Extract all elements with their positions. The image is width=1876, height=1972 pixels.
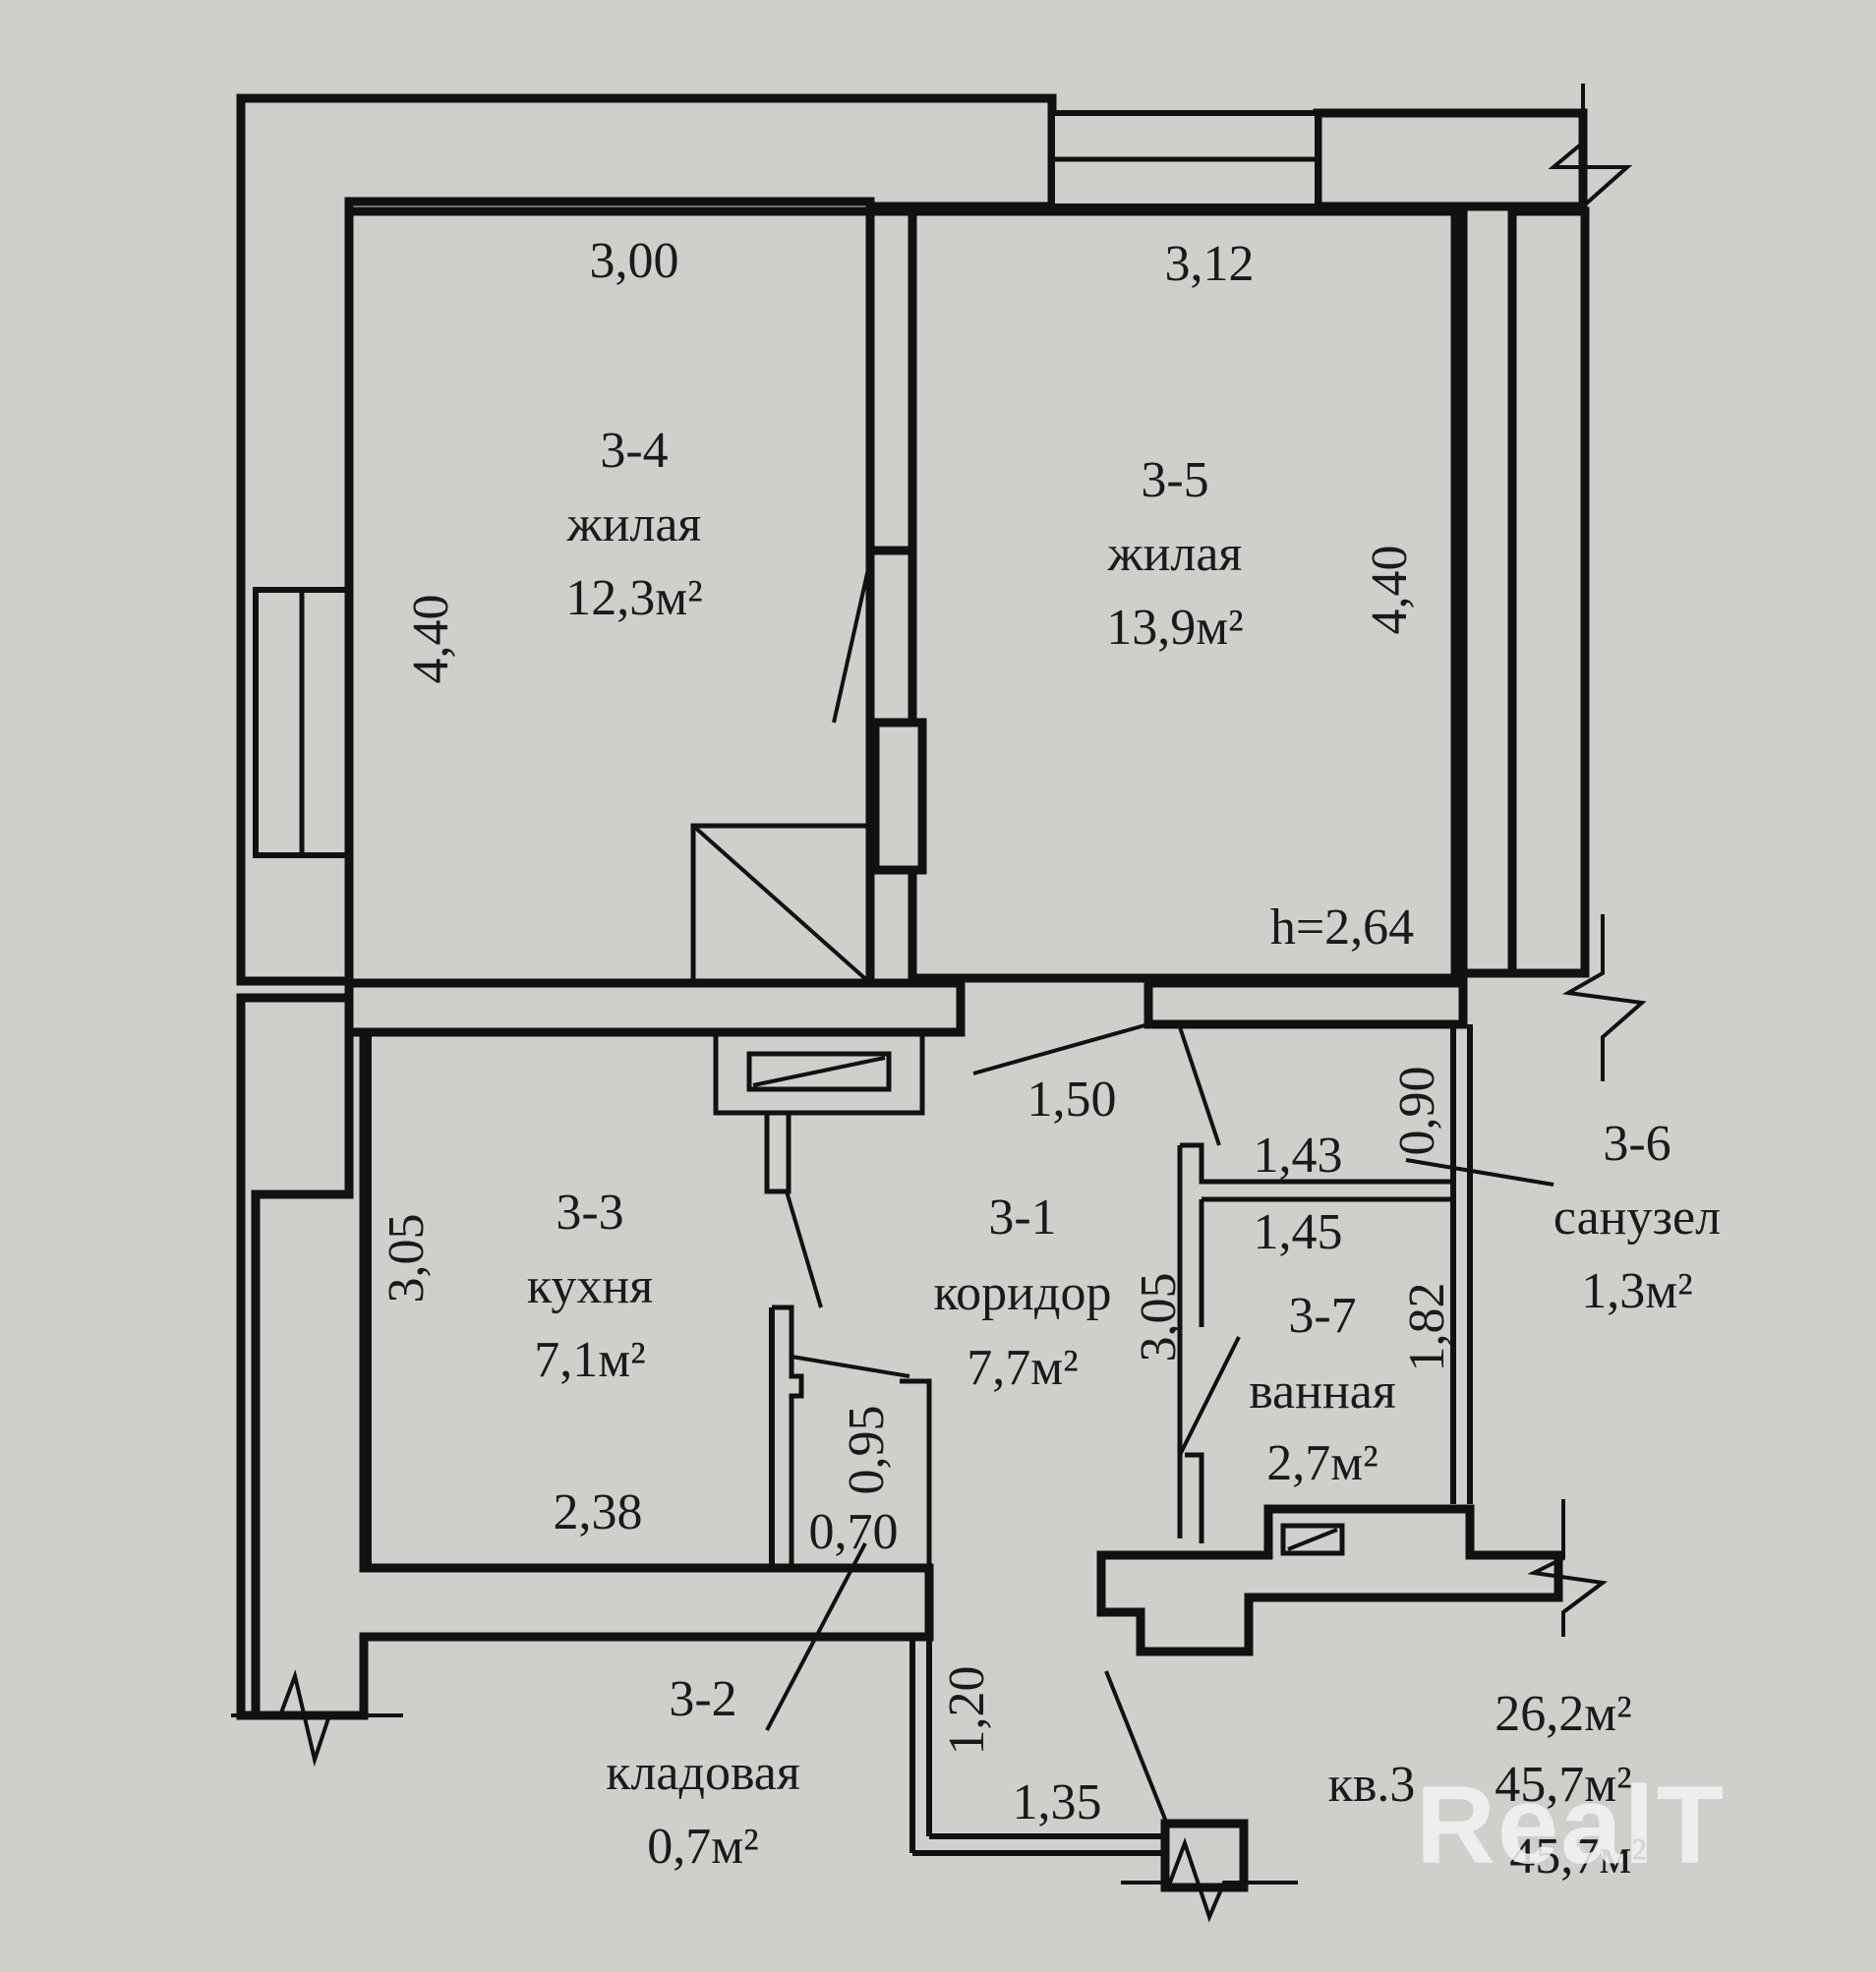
area-summary: 26,2м² кв.3 45,7м² 45,7м² — [1328, 1686, 1647, 1885]
apartment-number: кв.3 — [1328, 1757, 1416, 1813]
watermark-logo: RealT — [1416, 1764, 1726, 1886]
window-top — [1049, 110, 1320, 209]
room-3-5-outline — [908, 206, 1468, 983]
dim-wc-depth: 0,90 — [1389, 1067, 1445, 1156]
room-area: 1,3м² — [1581, 1263, 1693, 1319]
room-area: 7,1м² — [534, 1332, 646, 1388]
window-left-upper — [253, 587, 352, 858]
room-3-5-label: 3-5 жилая 13,9м² — [1106, 452, 1244, 656]
room-area: 2,7м² — [1266, 1435, 1378, 1491]
room-name: санузел — [1554, 1189, 1721, 1246]
wet-rooms — [972, 1022, 1563, 1656]
room-3-7-label: 3-7 ванная 2,7м² — [1249, 1288, 1396, 1491]
outer-walls — [236, 93, 1590, 1720]
room-code: 3-6 — [1603, 1116, 1671, 1172]
dim-kitchen-width: 2,38 — [554, 1484, 643, 1540]
dim-r35-height: 4,40 — [1362, 546, 1418, 635]
kitchen-left-wall-line — [362, 1032, 372, 1568]
vent-block — [713, 1029, 925, 1194]
stove-block — [690, 559, 927, 986]
room-code: 3-5 — [1141, 452, 1208, 508]
break-lines — [231, 84, 1647, 1923]
room-3-6-label: 3-6 санузел 1,3м² — [1554, 1116, 1721, 1319]
dim-r34-height: 4,40 — [403, 595, 459, 684]
dim-pantry-depth: 0,95 — [839, 1406, 895, 1495]
room-area: 0,7м² — [647, 1819, 759, 1875]
middle-partition — [344, 978, 1468, 1037]
dim-r34-width: 3,00 — [590, 233, 679, 289]
dim-bath-depth: 1,82 — [1399, 1283, 1455, 1372]
room-area: 7,7м² — [967, 1340, 1079, 1396]
dim-entry-width: 1,35 — [1013, 1774, 1102, 1830]
kitchen-door-swing — [785, 1190, 823, 1308]
pantry-leader — [765, 1542, 867, 1731]
room-code: 3-7 — [1288, 1288, 1356, 1344]
room-3-1-label: 3-1 коридор 7,7м² — [934, 1189, 1112, 1396]
total-area: 45,7м² — [1495, 1757, 1632, 1813]
room-code: 3-1 — [988, 1189, 1056, 1246]
dimensions: 3,00 3,12 4,40 4,40 h=2,64 1,50 1,43 0,9… — [379, 233, 1455, 1830]
living-area: 26,2м² — [1495, 1686, 1632, 1742]
dim-r35-width: 3,12 — [1165, 236, 1255, 292]
dim-door-150: 1,50 — [1027, 1072, 1117, 1128]
dim-kitchen-height: 3,05 — [379, 1214, 435, 1304]
dim-entry-depth: 1,20 — [939, 1666, 995, 1756]
room-code: 3-3 — [556, 1185, 623, 1241]
room-area: 12,3м² — [565, 570, 703, 626]
room-name: ванная — [1249, 1363, 1396, 1420]
pantry — [769, 1305, 932, 1568]
dim-hall-305: 3,05 — [1131, 1273, 1187, 1363]
dim-pantry-width: 0,70 — [809, 1504, 899, 1560]
dim-bath-width: 1,45 — [1254, 1204, 1343, 1260]
room-name: коридор — [934, 1265, 1112, 1321]
ceiling-height: h=2,64 — [1270, 899, 1414, 956]
room-code: 3-2 — [669, 1671, 736, 1727]
room-name: жилая — [1107, 526, 1243, 582]
room-3-4-label: 3-4 жилая 12,3м² — [565, 423, 703, 626]
dim-wc-width: 1,43 — [1254, 1128, 1343, 1184]
total-area-repeat: 45,7м² — [1509, 1828, 1647, 1885]
room-3-2-label: 3-2 кладовая 0,7м² — [606, 1671, 800, 1875]
room-code: 3-4 — [600, 423, 668, 479]
room-area: 13,9м² — [1106, 600, 1244, 656]
room-name: кухня — [527, 1258, 653, 1314]
room-3-3-label: 3-3 кухня 7,1м² — [527, 1185, 653, 1388]
room-name: жилая — [566, 496, 702, 552]
room-name: кладовая — [606, 1745, 800, 1801]
